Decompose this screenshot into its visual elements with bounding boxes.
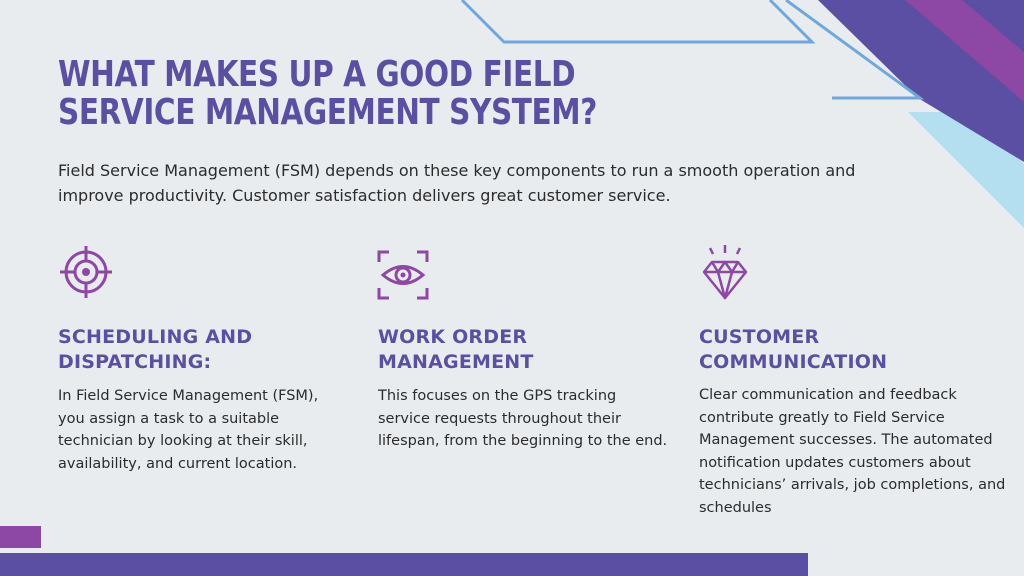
diamond-icon [702, 245, 748, 300]
column-title-work-order: WORK ORDER MANAGEMENT [378, 326, 534, 373]
outline-blue-line-2 [785, 0, 925, 100]
purple-stripe [818, 0, 1024, 162]
outline-blue-line-1 [460, 0, 816, 44]
column-title-scheduling: SCHEDULING AND DISPATCHING: [58, 326, 253, 373]
magenta-stripe [905, 0, 1024, 102]
eye-scan-icon [377, 250, 429, 300]
column-title-communication: CUSTOMER COMMUNICATION [699, 326, 888, 373]
intro-text: Field Service Management (FSM) depends o… [58, 161, 856, 205]
target-icon [60, 246, 112, 298]
column-body-communication: Clear communication and feedback contrib… [699, 387, 1006, 516]
column-body-scheduling: In Field Service Management (FSM), you a… [58, 388, 319, 472]
bottom-accent-bar [0, 553, 808, 576]
bottom-left-accent-bar [0, 526, 41, 548]
column-body-work-order: This focuses on the GPS tracking service… [378, 388, 668, 449]
page-title: WHAT MAKES UP A GOOD FIELD SERVICE MANAG… [58, 54, 597, 133]
